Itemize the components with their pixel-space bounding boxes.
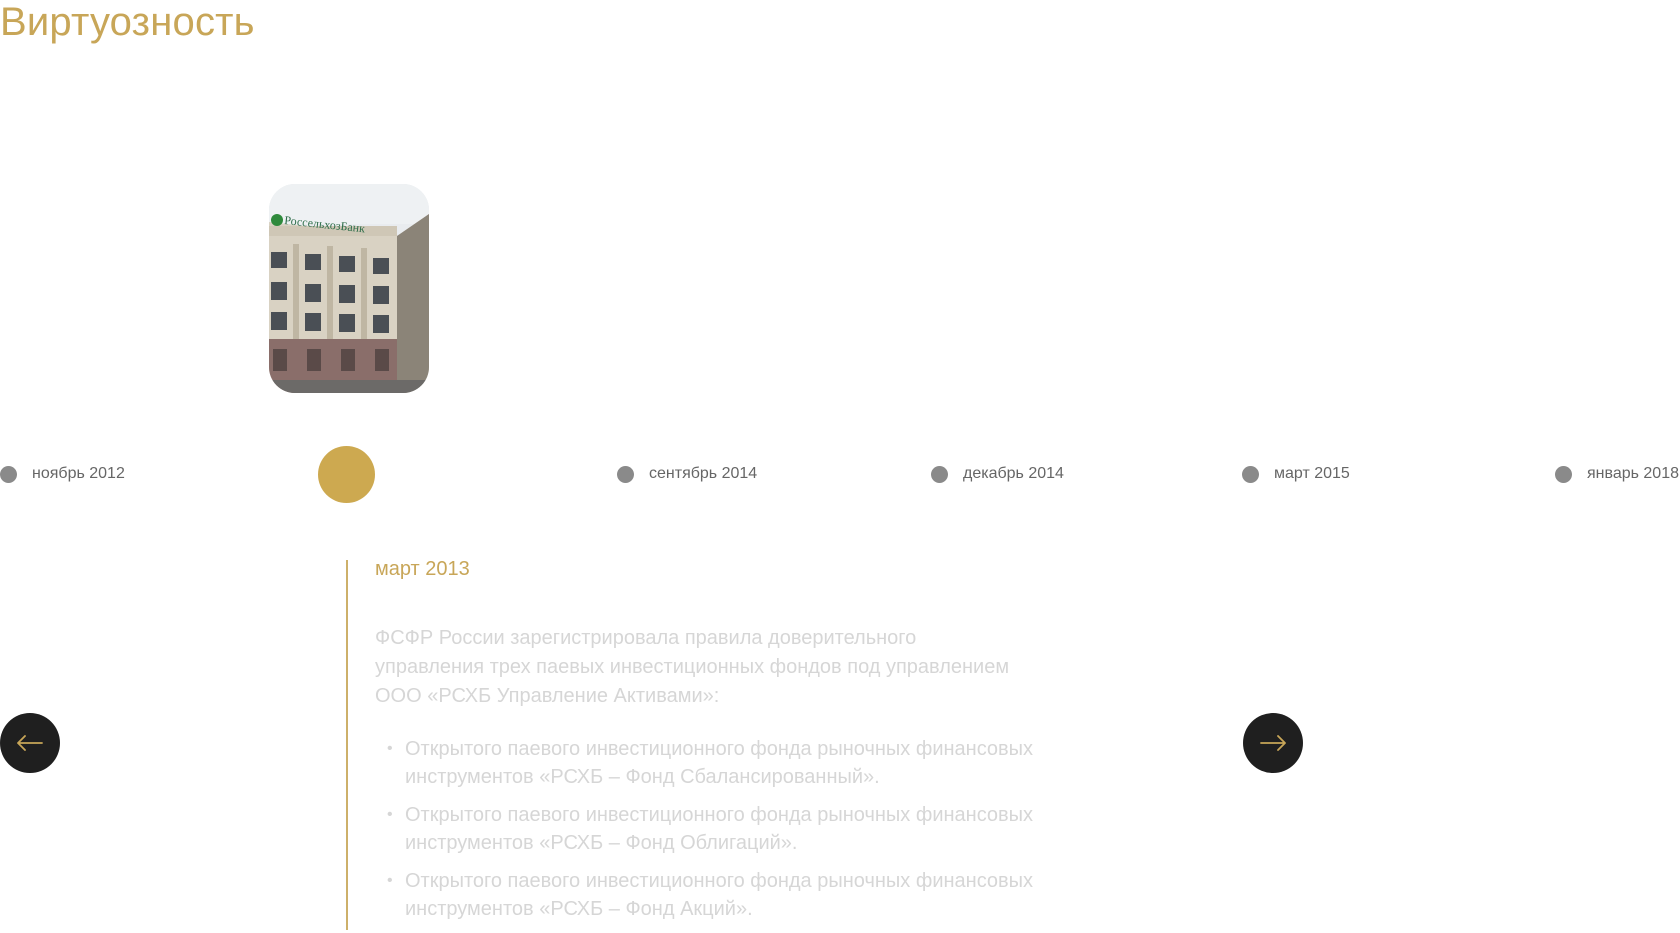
timeline-label: март 2015	[1274, 465, 1350, 482]
timeline-item-sep-2014[interactable]: сентябрь 2014	[617, 446, 757, 502]
timeline-dot	[931, 465, 948, 483]
event-divider-line	[346, 560, 348, 930]
timeline-item-jan-2018[interactable]: январь 2018	[1555, 446, 1679, 502]
timeline-label: ноябрь 2012	[32, 465, 125, 482]
timeline-item-mar-2013-active[interactable]	[318, 445, 375, 503]
next-button[interactable]	[1243, 713, 1303, 773]
timeline: ноябрь 2012 сентябрь 2014 декабрь 2014 м…	[0, 445, 1680, 503]
timeline-item-mar-2015[interactable]: март 2015	[1242, 446, 1350, 502]
prev-button[interactable]	[0, 713, 60, 773]
timeline-item-dec-2014[interactable]: декабрь 2014	[931, 446, 1064, 502]
event-fund-list: Открытого паевого инвестиционного фонда …	[375, 735, 1055, 933]
timeline-label: январь 2018	[1587, 465, 1679, 482]
arrow-right-icon	[1260, 735, 1286, 751]
list-item: Открытого паевого инвестиционного фонда …	[375, 867, 1055, 923]
event-description: ФСФР России зарегистрировала правила дов…	[375, 627, 1010, 707]
timeline-dot	[1242, 465, 1259, 483]
timeline-dot	[1555, 465, 1572, 483]
event-date: март 2013	[375, 558, 470, 580]
timeline-dot-active	[318, 445, 375, 503]
timeline-dot	[617, 465, 634, 483]
page-title: Виртуозность	[0, 0, 255, 44]
bank-building-image: РоссельхозБанк	[269, 184, 429, 393]
timeline-label: сентябрь 2014	[649, 465, 758, 482]
timeline-dot	[0, 465, 17, 483]
list-item: Открытого паевого инвестиционного фонда …	[375, 801, 1055, 857]
arrow-left-icon	[17, 735, 43, 751]
timeline-item-nov-2012[interactable]: ноябрь 2012	[0, 446, 125, 502]
bank-building-illustration: РоссельхозБанк	[269, 184, 429, 393]
timeline-label: декабрь 2014	[963, 465, 1064, 482]
list-item: Открытого паевого инвестиционного фонда …	[375, 735, 1055, 791]
